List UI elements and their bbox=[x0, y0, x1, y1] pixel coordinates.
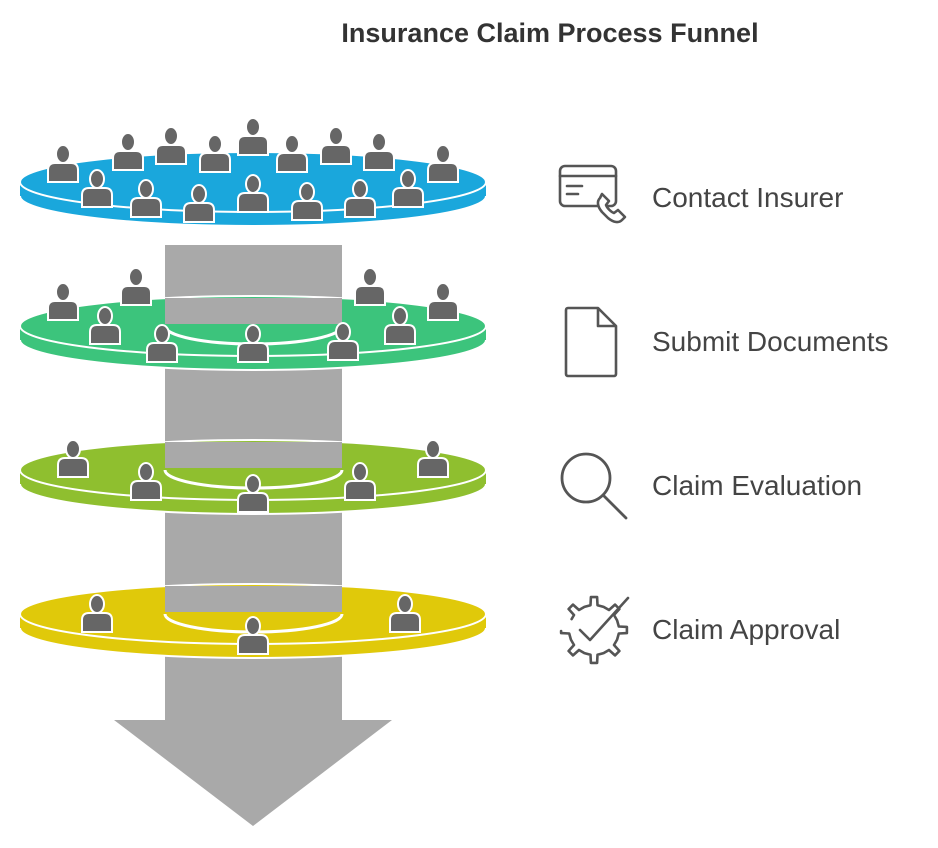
person-icon bbox=[237, 174, 269, 213]
stage-contact-insurer: Contact Insurer bbox=[556, 158, 843, 238]
funnel-disc-1 bbox=[19, 117, 487, 227]
person-icon bbox=[146, 324, 178, 363]
funnel-discs bbox=[19, 117, 487, 659]
person-icon bbox=[47, 282, 79, 321]
person-icon bbox=[427, 144, 459, 183]
person-icon bbox=[417, 439, 449, 478]
person-icon bbox=[183, 184, 215, 223]
gear-check-icon bbox=[556, 592, 632, 668]
person-icon bbox=[237, 474, 269, 513]
stage-label: Claim Approval bbox=[652, 614, 841, 645]
person-icon bbox=[344, 179, 376, 218]
stage-claim-approval: Claim Approval bbox=[556, 590, 840, 670]
person-icon bbox=[47, 144, 79, 183]
person-icon bbox=[237, 117, 269, 156]
person-icon bbox=[363, 132, 395, 171]
person-icon bbox=[344, 462, 376, 501]
person-icon bbox=[199, 134, 231, 173]
person-icon bbox=[320, 126, 352, 165]
person-icon bbox=[155, 126, 187, 165]
stage-submit-documents: Submit Documents bbox=[556, 302, 889, 382]
person-icon bbox=[427, 282, 459, 321]
funnel-disc-3 bbox=[19, 439, 487, 515]
person-icon bbox=[276, 134, 308, 173]
person-icon bbox=[120, 267, 152, 306]
person-icon bbox=[130, 179, 162, 218]
person-icon bbox=[81, 169, 113, 208]
magnifier-icon bbox=[556, 448, 632, 524]
person-icon bbox=[327, 322, 359, 361]
person-icon bbox=[354, 267, 386, 306]
person-icon bbox=[237, 616, 269, 655]
page-title: Insurance Claim Process Funnel bbox=[341, 18, 759, 48]
person-icon bbox=[237, 324, 269, 363]
person-icon bbox=[89, 306, 121, 345]
person-icon bbox=[57, 439, 89, 478]
person-icon bbox=[112, 132, 144, 171]
person-icon bbox=[392, 169, 424, 208]
stage-claim-evaluation: Claim Evaluation bbox=[556, 446, 862, 526]
document-icon bbox=[556, 304, 632, 380]
person-icon bbox=[81, 594, 113, 633]
down-arrow bbox=[114, 680, 392, 826]
card-phone-icon bbox=[556, 160, 632, 236]
person-icon bbox=[291, 182, 323, 221]
stage-label: Claim Evaluation bbox=[652, 470, 863, 501]
stage-label: Submit Documents bbox=[652, 326, 889, 357]
person-icon bbox=[130, 462, 162, 501]
person-icon bbox=[389, 594, 421, 633]
stage-label: Contact Insurer bbox=[652, 182, 844, 213]
funnel-disc-2 bbox=[19, 267, 487, 371]
person-icon bbox=[384, 306, 416, 345]
funnel-disc-4 bbox=[19, 583, 487, 659]
